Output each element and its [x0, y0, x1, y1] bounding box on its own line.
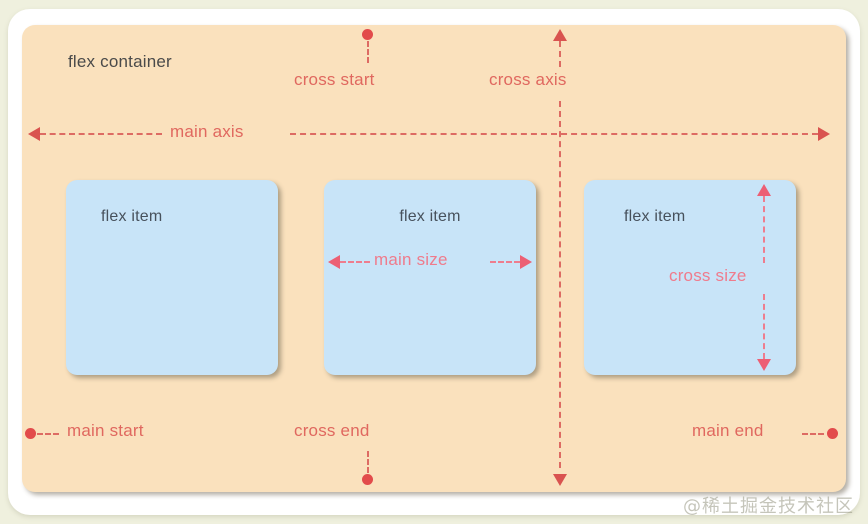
main-size-label: main size [374, 250, 448, 269]
main-axis-dash-left [40, 133, 162, 135]
main-end-label: main end [692, 421, 764, 440]
main-end-dash [802, 433, 824, 435]
main-size-arrow-left [328, 255, 340, 269]
main-start-label: main start [67, 421, 144, 440]
main-start-dash [37, 433, 59, 435]
cross-start-dash [367, 41, 369, 63]
main-size-dash-right [490, 261, 520, 263]
flex-item-1[interactable]: flex item [66, 180, 278, 375]
main-axis-arrow-left [28, 127, 40, 141]
cross-size-dash-bottom [763, 294, 765, 359]
main-start-dot [25, 428, 36, 439]
cross-axis-arrow-down [553, 474, 567, 486]
cross-size-arrow-up [757, 184, 771, 196]
flex-item-3-label: flex item [624, 208, 686, 225]
main-size-arrow-right [520, 255, 532, 269]
cross-size-dash-top [763, 196, 765, 263]
flex-item-1-label: flex item [101, 208, 163, 225]
main-axis-label: main axis [170, 122, 244, 141]
flex-item-3[interactable]: flex item cross size [584, 180, 796, 375]
cross-start-dot [362, 29, 373, 40]
flex-item-2[interactable]: flex item main size [324, 180, 536, 375]
flex-item-2-label: flex item [399, 208, 461, 225]
cross-end-label: cross end [294, 421, 370, 440]
cross-end-dash [367, 451, 369, 473]
flex-container: flex container cross start cross axis ma… [22, 25, 846, 492]
main-axis-arrow-right [818, 127, 830, 141]
main-size-dash-left [340, 261, 370, 263]
main-end-dot [827, 428, 838, 439]
flex-container-label: flex container [68, 52, 172, 71]
main-axis-dash-right [290, 133, 818, 135]
cross-size-arrow-down [757, 359, 771, 371]
cross-start-label: cross start [294, 70, 375, 89]
cross-axis-label: cross axis [489, 70, 567, 89]
cross-axis-dash-top [559, 41, 561, 67]
watermark: @稀土掘金技术社区 [683, 496, 854, 517]
cross-axis-dash-main [559, 101, 561, 468]
cross-axis-arrow-up [553, 29, 567, 41]
cross-end-dot [362, 474, 373, 485]
cross-size-label: cross size [669, 266, 747, 285]
